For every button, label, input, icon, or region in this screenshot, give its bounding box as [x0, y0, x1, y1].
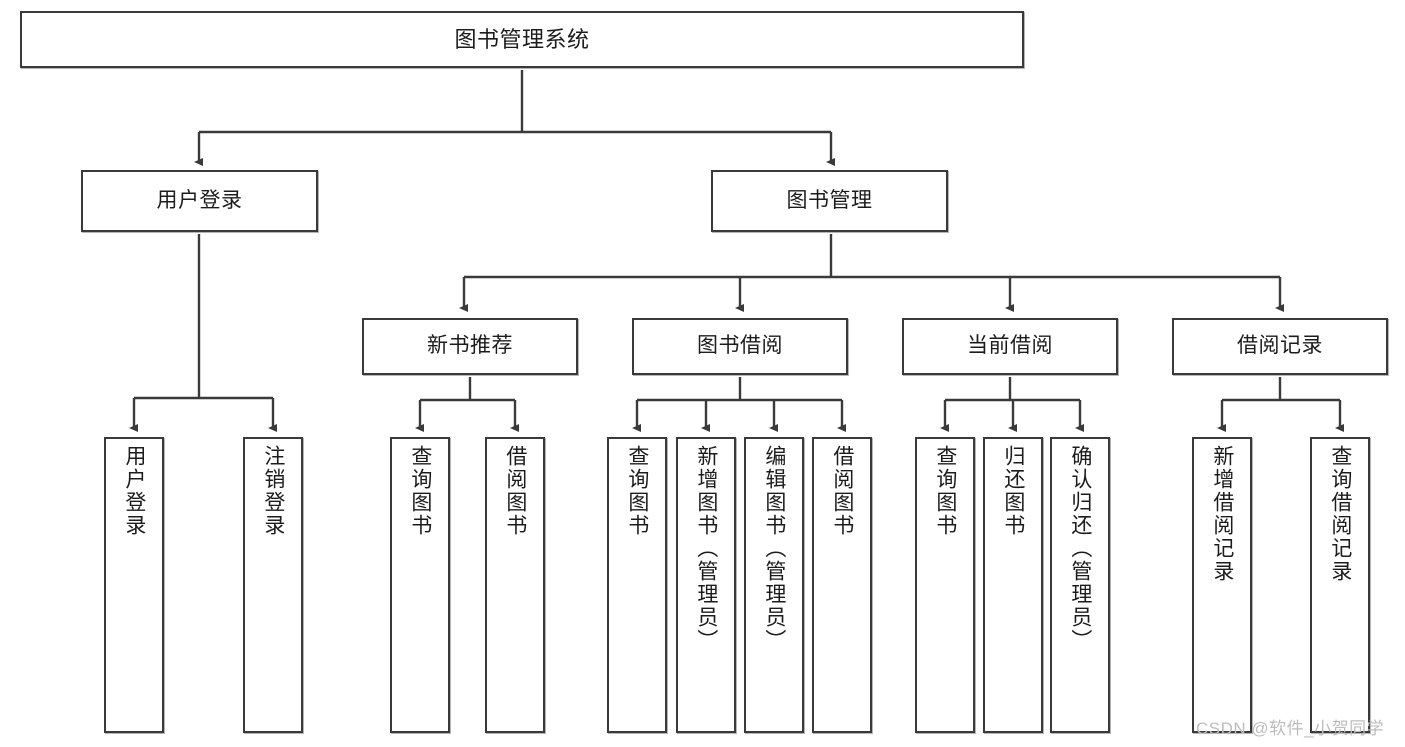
node-label: 图书管理	[786, 188, 873, 212]
node-label: 确认归还（管理员）	[1068, 445, 1092, 652]
node-leaf-logout[interactable]: 注销登录	[243, 437, 303, 733]
node-leaf-return-book[interactable]: 归还图书	[983, 437, 1043, 733]
node-label: 查询图书	[408, 445, 432, 537]
node-label: 新增图书（管理员）	[694, 445, 718, 652]
node-leaf-edit-book-admin[interactable]: 编辑图书（管理员）	[744, 437, 804, 733]
node-new-book-recommend[interactable]: 新书推荐	[362, 318, 578, 375]
node-leaf-confirm-return-admin[interactable]: 确认归还（管理员）	[1050, 437, 1110, 733]
node-label: 查询图书	[933, 445, 957, 537]
node-label: 用户登录	[122, 445, 146, 537]
watermark: CSDN @软件_小贺同学	[1196, 719, 1385, 738]
node-label: 当前借阅	[967, 334, 1053, 358]
node-label: 新书推荐	[427, 334, 513, 358]
node-label: 借阅图书	[830, 445, 854, 537]
node-leaf-query-book-recommend[interactable]: 查询图书	[390, 437, 450, 733]
node-leaf-borrow-book[interactable]: 借阅图书	[812, 437, 872, 733]
node-label: 图书管理系统	[454, 26, 590, 52]
node-label: 查询借阅记录	[1328, 445, 1352, 583]
node-root-book-management-system[interactable]: 图书管理系统	[20, 11, 1024, 68]
node-book-borrow[interactable]: 图书借阅	[632, 318, 848, 375]
node-leaf-borrow-book-recommend[interactable]: 借阅图书	[485, 437, 545, 733]
node-leaf-add-borrow-record[interactable]: 新增借阅记录	[1192, 437, 1252, 733]
node-leaf-query-book[interactable]: 查询图书	[607, 437, 667, 733]
node-leaf-user-login[interactable]: 用户登录	[104, 437, 164, 733]
node-borrow-records[interactable]: 借阅记录	[1172, 318, 1388, 375]
node-label: 图书借阅	[697, 334, 783, 358]
node-label: 编辑图书（管理员）	[762, 445, 786, 652]
node-label: 借阅记录	[1237, 334, 1323, 358]
node-label: 归还图书	[1001, 445, 1025, 537]
node-label: 查询图书	[625, 445, 649, 537]
node-leaf-add-book-admin[interactable]: 新增图书（管理员）	[676, 437, 736, 733]
node-label: 用户登录	[156, 188, 243, 212]
node-label: 注销登录	[261, 445, 285, 537]
node-book-management[interactable]: 图书管理	[711, 170, 948, 232]
node-user-login[interactable]: 用户登录	[81, 170, 318, 232]
node-label: 新增借阅记录	[1210, 445, 1234, 583]
node-current-borrow[interactable]: 当前借阅	[902, 318, 1118, 375]
node-leaf-query-book-current[interactable]: 查询图书	[915, 437, 975, 733]
node-leaf-query-borrow-record[interactable]: 查询借阅记录	[1310, 437, 1370, 733]
node-label: 借阅图书	[503, 445, 527, 537]
